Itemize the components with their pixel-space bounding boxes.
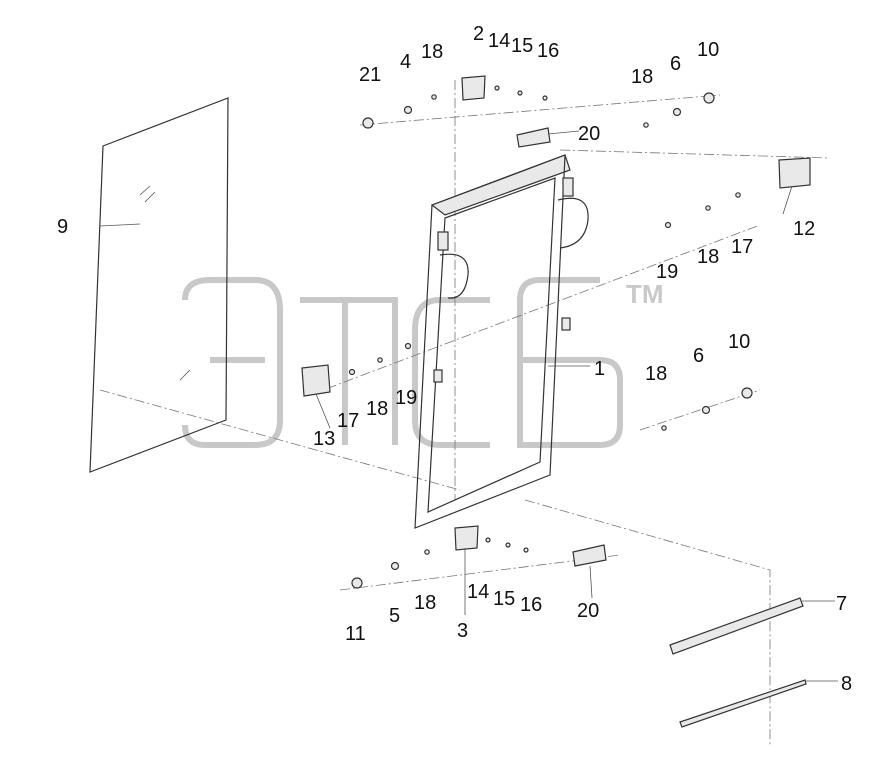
callout-11: 11	[345, 623, 366, 645]
callout-labels: 1 2 3 4 5 6 6 7 8 9 10 10 11 12 13 14 14…	[57, 23, 852, 695]
callout-13: 13	[313, 428, 335, 450]
callout-7: 7	[836, 593, 847, 615]
callout-1: 1	[594, 358, 605, 380]
callout-14-bottom: 14	[467, 581, 489, 603]
right-latch-bracket	[778, 157, 811, 189]
callout-10-mid: 10	[728, 331, 750, 353]
seal-rail-7	[669, 597, 804, 655]
callout-16-bottom: 16	[520, 594, 542, 616]
fasteners	[348, 85, 753, 589]
callout-19-left: 19	[395, 387, 417, 409]
callout-16-top: 16	[537, 40, 559, 62]
watermark-logo: TM	[182, 277, 664, 448]
callout-21: 21	[359, 64, 381, 86]
upper-hinge	[461, 75, 486, 101]
callout-6-top: 6	[670, 53, 681, 75]
callout-15-top: 15	[511, 35, 533, 57]
lower-handle	[572, 544, 607, 567]
callout-4: 4	[400, 51, 411, 73]
glass-panel	[89, 97, 229, 473]
upper-handle	[516, 127, 551, 148]
callout-18-top-left: 18	[421, 41, 443, 63]
callout-18-left: 18	[366, 398, 388, 420]
callout-8: 8	[841, 673, 852, 695]
callout-18-bottom: 18	[414, 592, 436, 614]
left-latch-bracket	[301, 364, 331, 397]
callout-9: 9	[57, 216, 68, 238]
callout-20-bottom: 20	[577, 600, 599, 622]
callout-15-bottom: 15	[493, 588, 515, 610]
callout-10-top: 10	[697, 39, 719, 61]
callout-5: 5	[389, 605, 400, 627]
callout-3: 3	[457, 620, 468, 642]
callout-12: 12	[793, 218, 815, 240]
seal-rail-8	[679, 679, 807, 728]
callout-14-top: 14	[488, 30, 510, 52]
callout-2: 2	[473, 23, 484, 45]
trademark-symbol: TM	[626, 279, 664, 309]
callout-18-mid: 18	[645, 363, 667, 385]
lower-hinge	[454, 525, 479, 551]
leader-lines	[99, 130, 838, 682]
callout-18-top-right: 18	[631, 66, 653, 88]
door-frame	[414, 154, 589, 529]
assembly-axis-lines	[99, 80, 831, 745]
callout-19-right: 19	[656, 261, 678, 283]
callout-17-left: 17	[337, 410, 359, 432]
callout-17-right: 17	[731, 236, 753, 258]
callout-20-top: 20	[578, 123, 600, 145]
callout-18-right: 18	[697, 246, 719, 268]
callout-6-mid: 6	[693, 345, 704, 367]
